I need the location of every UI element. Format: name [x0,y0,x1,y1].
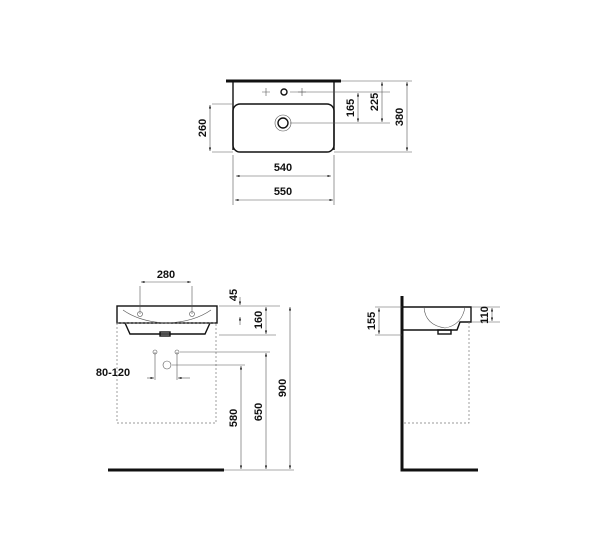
basin-underside [124,322,211,335]
dim-260: 260 [197,119,209,137]
cabinet-outline-side [402,322,470,424]
front-view: 280 45 160 80-120 580 650 900 [96,269,294,472]
dim-550: 550 [274,186,292,198]
dim-165: 165 [345,99,357,117]
top-view: 540 550 260 165 225 380 [197,79,412,205]
dim-80-120: 80-120 [96,367,130,379]
dim-155: 155 [366,312,378,330]
basin-front [116,305,218,324]
dim-580: 580 [228,409,240,427]
cabinet-outline [116,322,217,424]
side-view: 155 110 [366,296,500,472]
drain-outlet-side [437,329,452,335]
dim-380: 380 [394,108,406,126]
dim-900: 900 [277,379,289,397]
bowl-outline [232,103,335,153]
dim-45: 45 [228,289,240,301]
drain-icon [277,117,289,129]
drain-outlet [159,331,171,337]
dim-280: 280 [157,269,175,281]
dim-160: 160 [253,311,265,329]
trap-icon [162,360,172,370]
wall-and-floor [400,296,478,472]
basin-outline [232,81,335,150]
tap-hole-icon [280,88,288,96]
optional-tap-holes [262,88,306,96]
dim-540: 540 [274,162,292,174]
dim-650: 650 [253,403,265,421]
dim-110: 110 [479,306,491,324]
dim-225: 225 [369,93,381,111]
